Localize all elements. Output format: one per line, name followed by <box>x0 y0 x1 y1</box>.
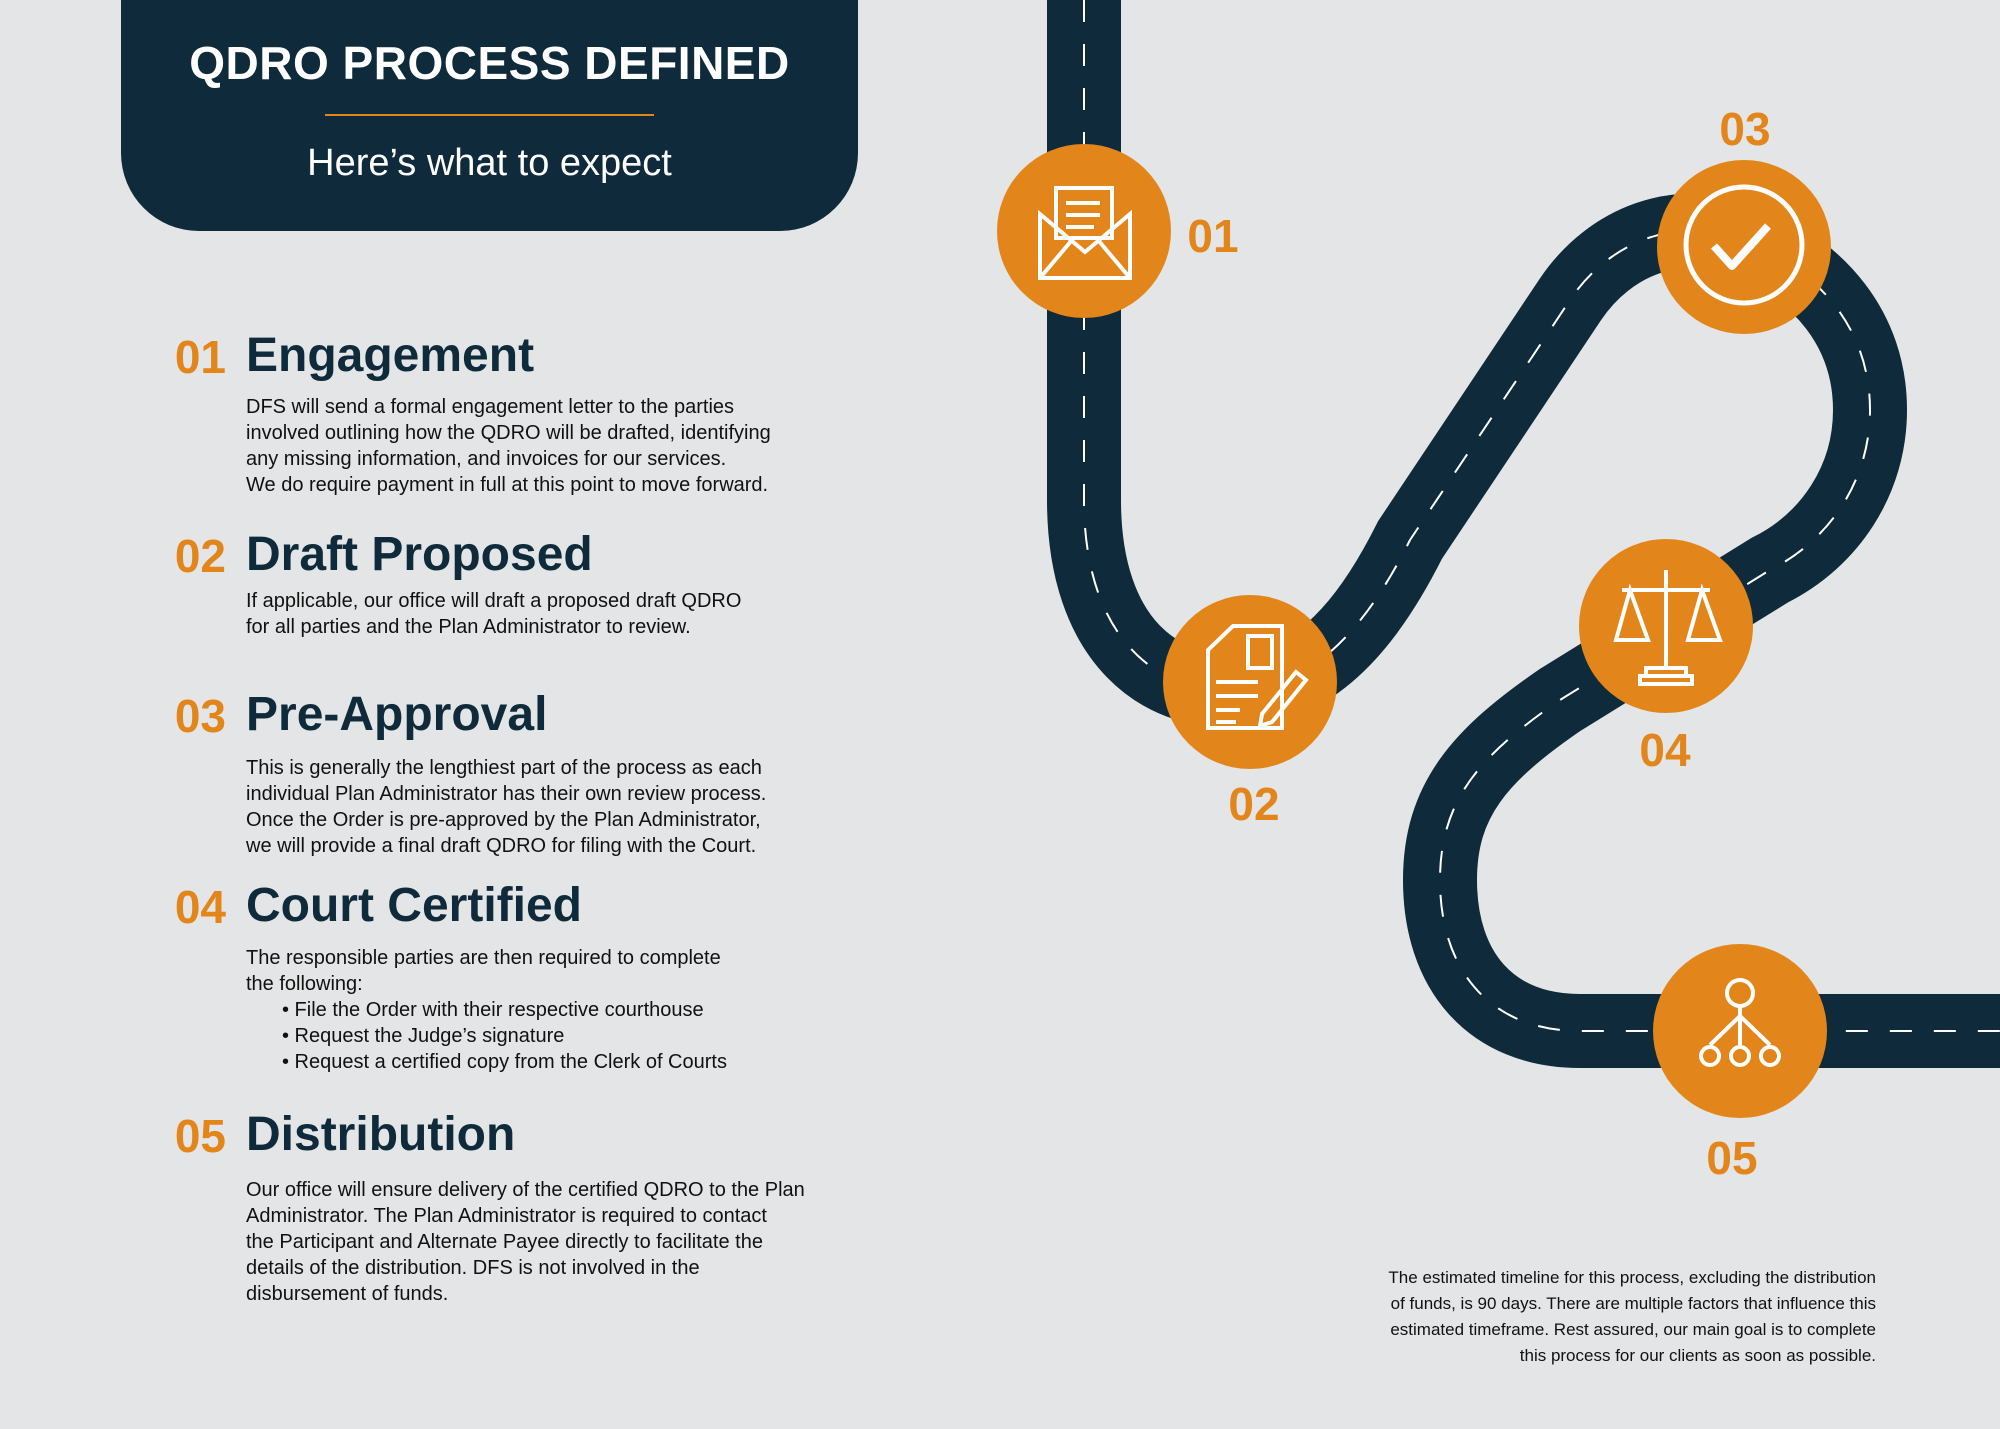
milestone-05 <box>1653 944 1827 1118</box>
road <box>1047 0 2000 1068</box>
check-circle-icon <box>1683 184 1805 306</box>
step-description: DFS will send a formal engagement letter… <box>246 394 771 498</box>
text-line: The responsible parties are then require… <box>246 947 721 969</box>
text-line: estimated timeframe. Rest assured, our m… <box>1390 1320 1876 1339</box>
step-title: Distribution <box>246 1108 516 1161</box>
text-line: If applicable, our office will draft a p… <box>246 590 742 612</box>
page-subtitle: Here’s what to expect <box>307 142 672 184</box>
milestone-02 <box>1163 595 1337 769</box>
text-line: Administrator. The Plan Administrator is… <box>246 1205 767 1227</box>
bullet-item: • File the Order with their respective c… <box>282 999 704 1021</box>
timeline-note: The estimated timeline for this process,… <box>1388 1265 1876 1369</box>
milestone-03 <box>1657 160 1831 334</box>
text-line: details of the distribution. DFS is not … <box>246 1257 700 1279</box>
bullet-item: • Request a certified copy from the Cler… <box>282 1051 727 1073</box>
step-description: If applicable, our office will draft a p… <box>246 588 741 640</box>
text-line: Once the Order is pre-approved by the Pl… <box>246 809 761 831</box>
milestone-label: 03 <box>1719 103 1771 155</box>
step-title: Pre-Approval <box>246 688 548 741</box>
milestone-04 <box>1579 539 1753 713</box>
milestone-label: 05 <box>1706 1132 1758 1184</box>
hierarchy-icon <box>1699 978 1781 1067</box>
step-title: Court Certified <box>246 879 582 932</box>
text-line: this process for our clients as soon as … <box>1519 1346 1876 1365</box>
text-line: DFS will send a formal engagement letter… <box>246 396 735 418</box>
step-number: 03 <box>174 690 226 742</box>
step-number: 01 <box>174 331 226 383</box>
text-line: We do require payment in full at this po… <box>246 474 769 496</box>
step-title: Engagement <box>246 329 535 382</box>
text-line: involved outlining how the QDRO will be … <box>246 422 771 444</box>
text-line: we will provide a final draft QDRO for f… <box>246 835 757 857</box>
text-line: disbursement of funds. <box>246 1283 449 1305</box>
text-line: for all parties and the Plan Administrat… <box>246 616 691 638</box>
step-description: The responsible parties are then require… <box>246 945 727 1075</box>
text-line: Our office will ensure delivery of the c… <box>246 1179 805 1201</box>
step-number: 04 <box>174 881 226 933</box>
step-title: Draft Proposed <box>246 528 593 581</box>
scales-of-justice-icon <box>1613 570 1723 686</box>
step-description: This is generally the lengthiest part of… <box>246 755 766 859</box>
milestone-01 <box>997 144 1171 318</box>
step-description: Our office will ensure delivery of the c… <box>246 1177 805 1307</box>
document-pencil-icon <box>1206 624 1309 730</box>
header-banner: QDRO PROCESS DEFINED Here’s what to expe… <box>121 0 858 231</box>
bullet-item: • Request the Judge’s signature <box>282 1025 565 1047</box>
text-line: any missing information, and invoices fo… <box>246 448 727 470</box>
page-title: QDRO PROCESS DEFINED <box>189 37 790 89</box>
title-divider <box>325 114 654 116</box>
text-line: individual Plan Administrator has their … <box>246 783 767 805</box>
milestone-label: 02 <box>1228 778 1280 830</box>
text-line: the following: <box>246 973 363 995</box>
envelope-letter-icon <box>1038 186 1132 280</box>
text-line: The estimated timeline for this process,… <box>1388 1268 1876 1287</box>
milestone-label: 01 <box>1187 210 1239 262</box>
text-line: of funds, is 90 days. There are multiple… <box>1390 1294 1876 1313</box>
step-number: 05 <box>174 1110 226 1162</box>
step-number: 02 <box>174 530 226 582</box>
milestone-label: 04 <box>1639 724 1691 776</box>
text-line: the Participant and Alternate Payee dire… <box>246 1231 763 1253</box>
text-line: This is generally the lengthiest part of… <box>246 757 762 779</box>
